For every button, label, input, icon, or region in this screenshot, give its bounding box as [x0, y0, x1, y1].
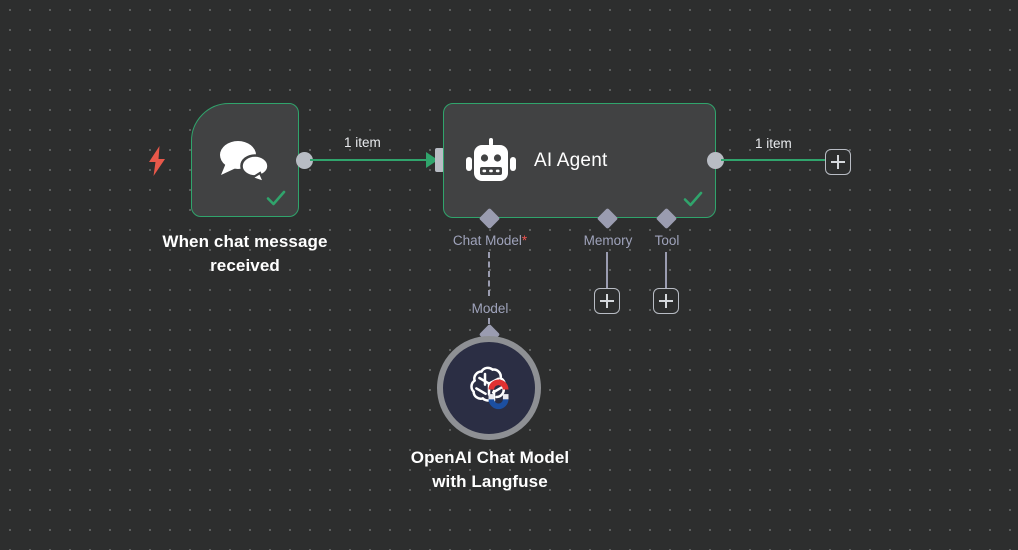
chat-model-label-text: Chat Model: [452, 233, 522, 248]
node-ai-agent[interactable]: AI Agent: [443, 103, 716, 218]
edge-label-trigger-to-agent: 1 item: [344, 135, 381, 150]
edge-agent-to-next[interactable]: [721, 159, 825, 162]
edge-label-model: Model: [471, 301, 509, 316]
openai-langfuse-icon: [463, 362, 515, 414]
add-memory-button[interactable]: [594, 288, 620, 314]
agent-output-port[interactable]: [707, 152, 724, 169]
node-openai-chat-model[interactable]: [437, 336, 541, 440]
add-tool-button[interactable]: [653, 288, 679, 314]
node-when-chat-message-received[interactable]: [191, 103, 299, 217]
edge-tool-line[interactable]: [665, 252, 668, 290]
edge-memory-line[interactable]: [606, 252, 609, 290]
trigger-output-port[interactable]: [296, 152, 313, 169]
sub-connector-chat-model-label: Chat Model*: [410, 233, 570, 248]
agent-input-port[interactable]: [435, 148, 444, 172]
lightning-bolt-icon: [146, 146, 168, 176]
chat-bubbles-icon: [216, 137, 274, 184]
edge-label-agent-to-next: 1 item: [755, 136, 792, 151]
edge-arrowhead-icon: [426, 152, 438, 173]
chat-model-required-marker: *: [521, 233, 528, 248]
trigger-status-check-icon: [264, 186, 288, 210]
robot-icon: [466, 137, 516, 184]
add-node-button[interactable]: [825, 149, 851, 175]
trigger-node-label: When chat message received: [162, 232, 328, 275]
edge-chat-model-dashed[interactable]: [488, 252, 490, 296]
openai-node-label: OpenAI Chat Model with Langfuse: [410, 448, 570, 491]
agent-node-title: AI Agent: [534, 149, 608, 171]
sub-connector-memory-label: Memory: [583, 233, 633, 248]
edge-trigger-to-agent[interactable]: [310, 159, 430, 162]
sub-connector-tool-label: Tool: [654, 233, 680, 248]
agent-status-check-icon: [681, 187, 705, 211]
